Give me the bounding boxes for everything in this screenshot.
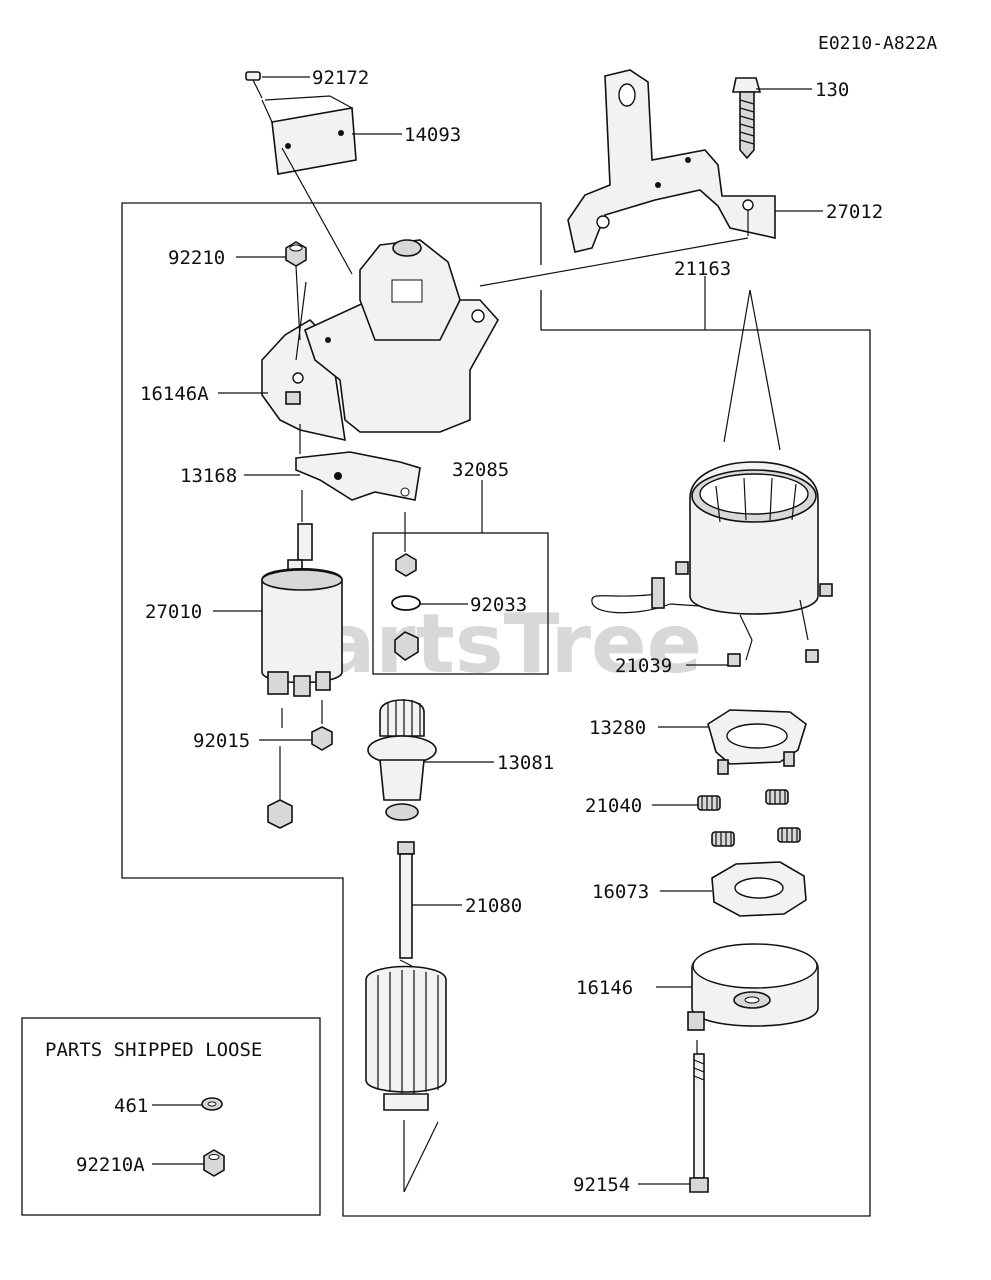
label-92210: 92210: [168, 247, 225, 269]
plate-16073-drawing: [711, 861, 807, 917]
label-13280: 13280: [589, 717, 646, 739]
label-21039: 21039: [615, 655, 672, 677]
label-92015: 92015: [193, 730, 250, 752]
housing-16146A-drawing: [261, 239, 499, 442]
kit-32085-parts-drawing: [391, 553, 421, 661]
leader-lines: [152, 76, 823, 1193]
washer-461-drawing: [201, 1097, 223, 1111]
label-21080: 21080: [465, 895, 522, 917]
label-13168: 13168: [180, 465, 237, 487]
lever-13168-drawing: [295, 451, 421, 501]
pinion-13081-drawing: [367, 699, 437, 821]
end-cover-16146-drawing: [687, 943, 819, 1031]
reference-code: E0210-A822A: [818, 33, 937, 54]
label-16146A: 16146A: [140, 383, 209, 405]
nut-92015-drawing: [267, 726, 333, 829]
bolt-130-drawing: [732, 77, 762, 160]
loose-parts-box: [21, 1017, 321, 1216]
label-92154: 92154: [573, 1174, 630, 1196]
label-14093: 14093: [404, 124, 461, 146]
label-27012: 27012: [826, 201, 883, 223]
label-130: 130: [815, 79, 849, 101]
yoke-21163-drawing: [591, 461, 833, 667]
nut-92210-drawing: [285, 241, 307, 267]
label-92210A: 92210A: [76, 1154, 145, 1176]
bolt-92154-drawing: [689, 1053, 709, 1193]
brush-holder-13280-drawing: [707, 709, 807, 775]
label-27010: 27010: [145, 601, 202, 623]
bracket-27012-drawing: [567, 69, 776, 253]
loose-parts-title: PARTS SHIPPED LOOSE: [45, 1039, 262, 1061]
label-92033: 92033: [470, 594, 527, 616]
screw-92172-drawing: [245, 71, 263, 99]
solenoid-27010-drawing: [261, 523, 343, 697]
springs-21040-drawing: [697, 789, 801, 847]
label-13081: 13081: [497, 752, 554, 774]
label-461: 461: [114, 1095, 148, 1117]
label-16146: 16146: [576, 977, 633, 999]
armature-21080-drawing: [365, 841, 447, 1111]
label-16073: 16073: [592, 881, 649, 903]
nut-92210A-drawing: [203, 1149, 225, 1177]
assembly-frame: [121, 202, 871, 1217]
kit-32085-box: [372, 532, 549, 675]
label-21040: 21040: [585, 795, 642, 817]
label-21163: 21163: [674, 258, 731, 280]
label-32085: 32085: [452, 459, 509, 481]
label-92172: 92172: [312, 67, 369, 89]
plate-14093-drawing: [261, 95, 357, 175]
